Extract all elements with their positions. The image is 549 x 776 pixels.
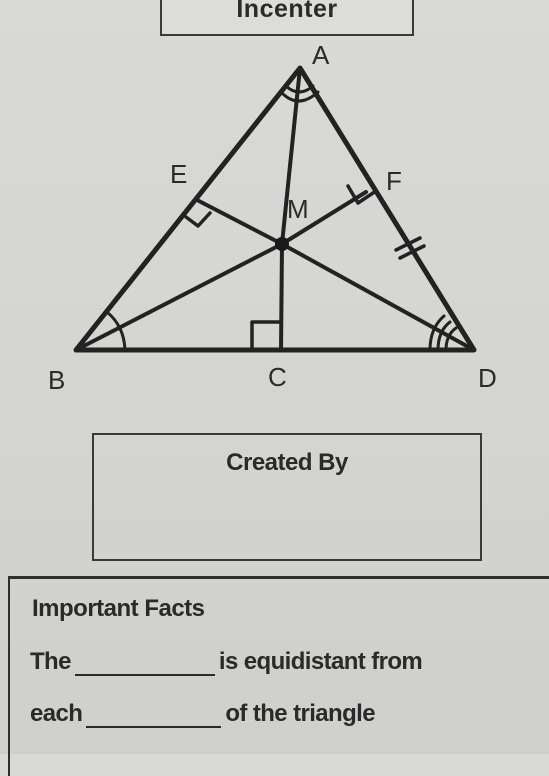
bisector-from-a (280, 66, 302, 246)
triangle-abd (73, 65, 477, 353)
tick-mark-1 (394, 236, 422, 252)
angle-arc-d-3 (444, 326, 458, 352)
fact-1-before: The (30, 648, 71, 675)
perpendicular-to-c (279, 242, 284, 352)
angle-arc-d-2 (436, 320, 452, 352)
fact-1-after: is equidistant from (218, 648, 423, 675)
label-e: E (170, 159, 187, 189)
label-d: D (478, 363, 497, 393)
created-by-box: Created By (92, 433, 482, 561)
angle-arc-a-outer (279, 90, 320, 103)
bisector-from-d (280, 242, 476, 352)
angle-arc-d-1 (428, 314, 446, 352)
label-b: B (48, 365, 65, 395)
incenter-diagram: A B C D E F M (48, 40, 497, 395)
right-angle-mark-e (184, 211, 212, 228)
important-facts-box (8, 576, 549, 776)
incenter-point-m (275, 237, 289, 251)
fact-line-2: each of the triangle (30, 700, 376, 728)
important-facts-title: Important Facts (32, 595, 205, 622)
perpendicular-to-e (195, 198, 284, 246)
bisector-from-b (74, 242, 284, 352)
fact-2-before: each (30, 700, 83, 727)
label-c: C (268, 362, 287, 392)
fact-2-blank[interactable] (86, 702, 222, 728)
angle-arc-a-inner (284, 84, 315, 94)
label-m: M (287, 194, 309, 224)
title-box: Incenter (160, 0, 414, 36)
fact-1-blank[interactable] (74, 650, 215, 676)
fact-line-1: The is equidistant from (30, 648, 423, 676)
page-title: Incenter (236, 0, 338, 23)
perpendicular-to-f (280, 190, 368, 246)
created-by-label: Created By (226, 449, 348, 476)
angle-arc-b (105, 310, 127, 352)
label-a: A (312, 40, 330, 70)
fact-2-after: of the triangle (225, 700, 375, 727)
tick-mark-2 (398, 244, 426, 260)
right-angle-mark-f (346, 184, 378, 205)
right-angle-mark-c (250, 320, 283, 352)
label-f: F (386, 166, 402, 196)
